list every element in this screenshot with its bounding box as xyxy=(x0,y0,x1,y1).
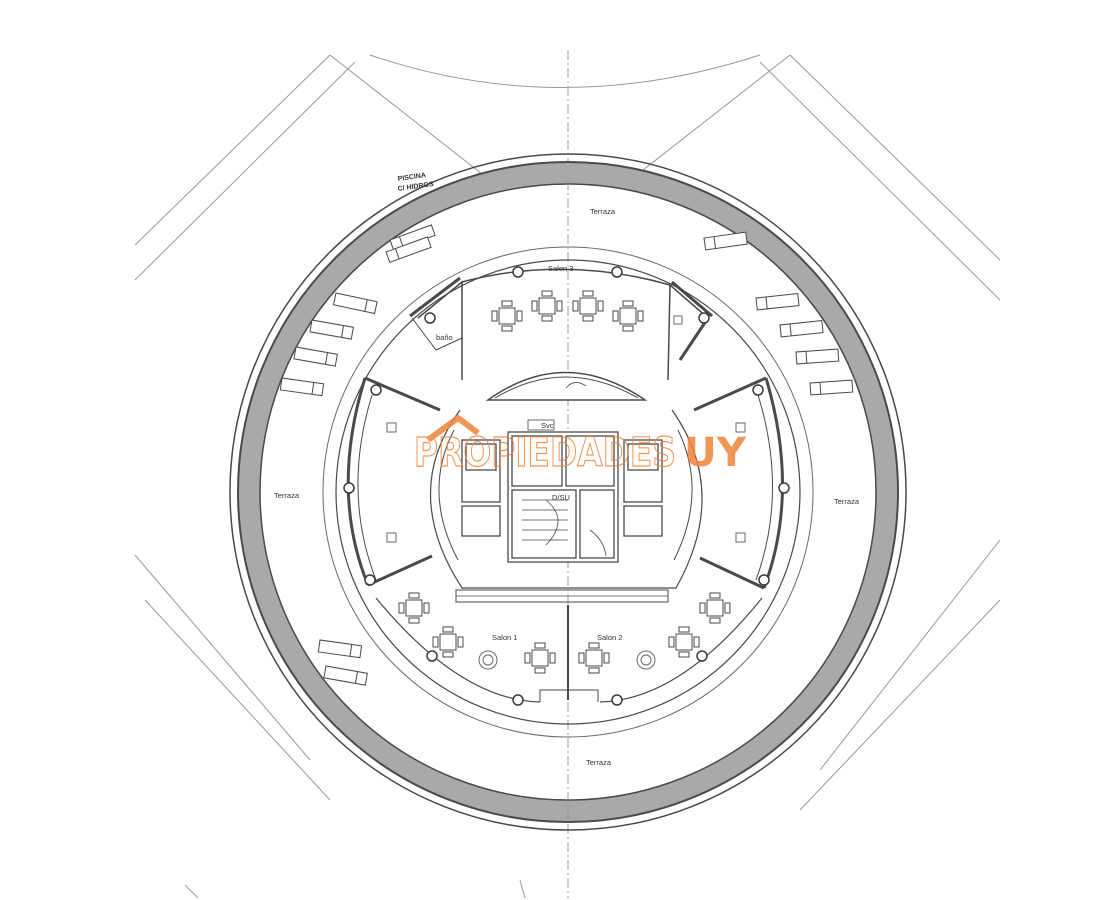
house-roof-icon xyxy=(426,414,480,443)
svc-label: Svc xyxy=(541,421,554,430)
terrace-label-north: Terraza xyxy=(590,207,616,216)
building-outer-circle xyxy=(335,259,801,725)
terrace-label-south: Terraza xyxy=(586,758,612,767)
round-fixtures xyxy=(478,650,656,670)
central-services xyxy=(461,382,663,563)
pool-label-line2: C/ HIDROS xyxy=(397,181,434,193)
stair-label: D/SU xyxy=(552,493,570,502)
columns xyxy=(343,266,790,706)
salon-2-label: Salon 2 xyxy=(597,633,622,642)
bano-label: baño xyxy=(436,333,453,342)
salon-1-label: Salon 1 xyxy=(492,633,517,642)
terrace-label-east: Terraza xyxy=(834,497,860,506)
pool-outer-edge xyxy=(229,153,907,831)
watermark-text: PROPIEDADES xyxy=(414,430,676,476)
pool-label-line1: PISCINA xyxy=(397,172,426,183)
terrace-inner-circle xyxy=(322,246,814,738)
watermark-suffix: UY xyxy=(684,430,747,476)
terrace-label-west: Terraza xyxy=(274,491,300,500)
salon-3-label: Salon 3 xyxy=(548,264,573,273)
table-sets xyxy=(398,290,731,674)
sun-loungers xyxy=(279,224,854,686)
fixtures xyxy=(386,315,746,543)
watermark: PROPIEDADES UY xyxy=(413,414,747,477)
